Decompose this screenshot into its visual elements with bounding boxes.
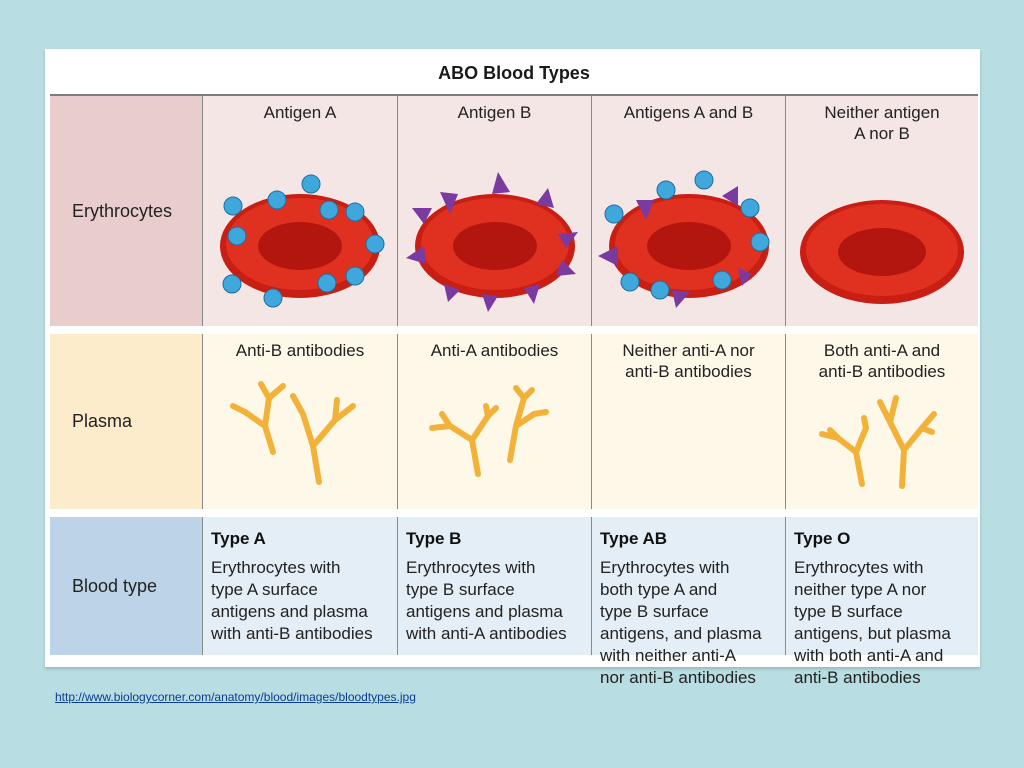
row-label-erythrocytes: Erythrocytes — [50, 96, 202, 326]
type-description: Erythrocytes with type B surface antigen… — [406, 558, 567, 643]
table-title: ABO Blood Types — [50, 52, 978, 96]
antigen-label: Antigen B — [457, 103, 532, 122]
antibody-label: Anti-A antibodies — [430, 341, 559, 360]
red-blood-cell-icon — [800, 200, 964, 304]
erythrocyte-cell-type-b: Antigen B — [397, 96, 591, 326]
plasma-cell-type-b: Anti-A antibodies — [397, 334, 591, 509]
erythrocyte-cell-type-a: Antigen A — [202, 96, 397, 326]
blood-types-table: ABO Blood Types Erythrocytes Plasma Bloo… — [50, 52, 978, 687]
type-description: Erythrocytes with type A surface antigen… — [211, 558, 373, 643]
row-divider — [50, 326, 978, 334]
antigen-b-marker-icons — [598, 186, 752, 308]
row-label-blood-type: Blood type — [50, 517, 202, 655]
red-cell-antigen-a-illustration — [220, 174, 385, 308]
type-name: Type A — [211, 529, 266, 548]
plasma-cell-type-a: Anti-B antibodies — [202, 334, 397, 509]
plasma-cell-type-o: Both anti-A and anti-B antibodies — [785, 334, 978, 509]
antibody-label: Neither anti-A nor anti-B antibodies — [622, 341, 755, 381]
red-cell-no-antigen-illustration — [800, 200, 964, 304]
red-blood-cell-icon — [609, 194, 769, 298]
type-description: Erythrocytes with both type A and type B… — [600, 558, 762, 687]
red-cell-antigen-b-illustration — [406, 172, 578, 312]
erythrocyte-cell-type-o: Neither antigen A nor B — [785, 96, 978, 326]
type-name: Type O — [794, 529, 851, 548]
row-divider — [50, 509, 978, 517]
antibody-label: Anti-B antibodies — [235, 341, 365, 360]
antibody-icon — [819, 395, 937, 489]
antigen-a-marker-icons — [222, 174, 385, 308]
type-description: Erythrocytes with neither type A nor typ… — [794, 558, 951, 687]
antigen-a-marker-icons — [604, 170, 770, 300]
plasma-cell-type-ab: Neither anti-A nor anti-B antibodies — [591, 334, 785, 509]
type-name: Type AB — [600, 529, 668, 548]
blood-type-cell-a: Type A Erythrocytes with type A surface … — [202, 517, 397, 655]
antibody-icon — [230, 381, 356, 485]
erythrocyte-cell-type-ab: Antigens A and B — [591, 96, 785, 326]
anti-a-antibody-illustration — [429, 385, 549, 477]
red-blood-cell-icon — [415, 194, 575, 298]
red-blood-cell-icon — [220, 194, 380, 298]
blood-type-cell-b: Type B Erythrocytes with type B surface … — [397, 517, 591, 655]
anti-b-antibody-illustration — [230, 381, 356, 485]
red-cell-antigen-ab-illustration — [598, 170, 770, 308]
anti-a-and-anti-b-antibody-illustration — [819, 395, 937, 489]
row-label-plasma: Plasma — [50, 334, 202, 509]
antigen-label: Neither antigen A nor B — [824, 103, 940, 143]
source-link[interactable]: http://www.biologycorner.com/anatomy/blo… — [55, 690, 416, 704]
antibody-icon — [429, 385, 549, 477]
type-name: Type B — [406, 529, 462, 548]
antigen-b-marker-icons — [406, 172, 578, 312]
blood-type-cell-ab: Type AB Erythrocytes with both type A an… — [591, 517, 785, 687]
antigen-label: Antigen A — [263, 103, 337, 122]
antigen-label: Antigens A and B — [623, 103, 754, 122]
blood-type-cell-o: Type O Erythrocytes with neither type A … — [785, 517, 978, 687]
antibody-label: Both anti-A and anti-B antibodies — [818, 341, 946, 381]
